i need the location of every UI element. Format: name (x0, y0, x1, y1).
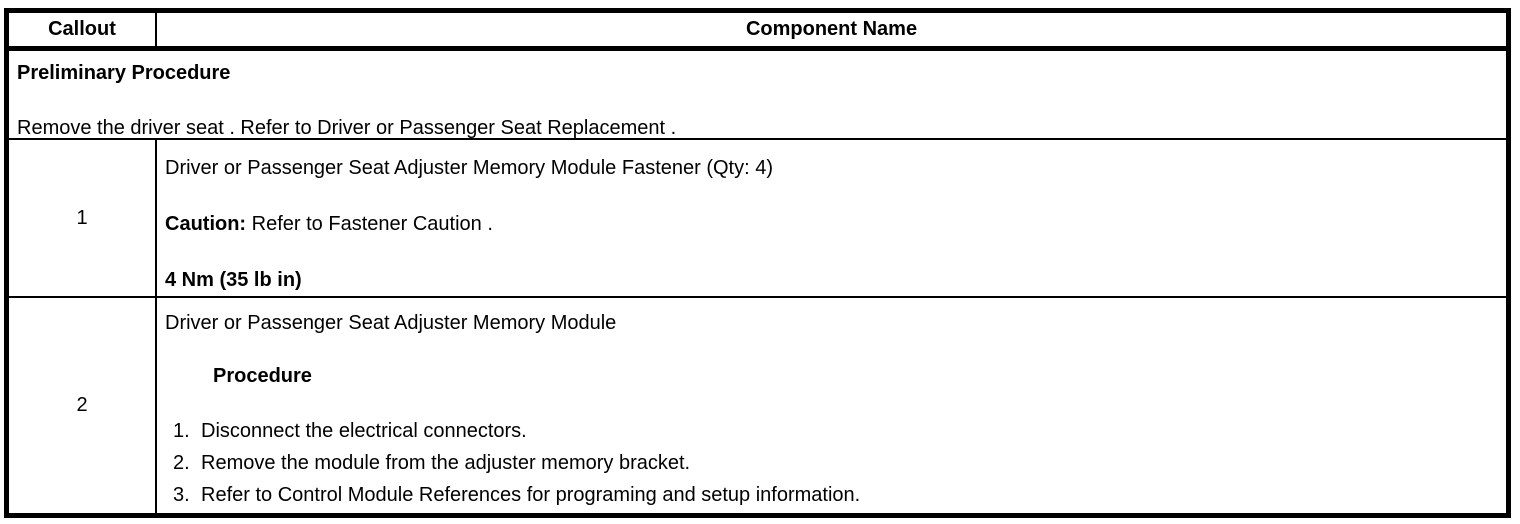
header-cell-callout: Callout (9, 13, 157, 51)
list-item: 3. Refer to Control Module References fo… (173, 479, 1498, 511)
callout-column-header: Callout (48, 18, 116, 40)
step-number: 3. (173, 484, 190, 506)
torque-spec: 4 Nm (35 lb in) (165, 269, 302, 291)
callout-number-1: 1 (76, 206, 88, 229)
preliminary-procedure-text: Remove the driver seat . Refer to Driver… (17, 117, 677, 139)
caution-note: Caution: Refer to Fastener Caution . (165, 212, 1498, 236)
component-name-text: Driver or Passenger Seat Adjuster Memory… (165, 157, 774, 179)
caution-label: Caution: (165, 213, 247, 235)
caution-text: Refer to Fastener Caution . (246, 213, 493, 235)
component-spec-table: Callout Component Name Preliminary Proce… (4, 8, 1511, 518)
step-text: Disconnect the electrical connectors. (201, 420, 527, 442)
table-row-1-component-cell: Driver or Passenger Seat Adjuster Memory… (157, 140, 1506, 298)
list-item: 2. Remove the module from the adjuster m… (173, 447, 1498, 479)
step-number: 2. (173, 452, 190, 474)
procedure-steps-list: 1. Disconnect the electrical connectors.… (173, 415, 1498, 511)
step-text: Refer to Control Module References for p… (201, 484, 861, 506)
table-row-2-component-cell: Driver or Passenger Seat Adjuster Memory… (157, 298, 1506, 513)
table-row-2-callout-cell: 2 (9, 298, 157, 513)
component-name-column-header: Component Name (745, 18, 918, 40)
component-name-text: Driver or Passenger Seat Adjuster Memory… (165, 312, 617, 334)
table-row-1-callout-cell: 1 (9, 140, 157, 298)
header-cell-component-name: Component Name (157, 13, 1506, 51)
preliminary-procedure-title: Preliminary Procedure (17, 62, 231, 84)
procedure-heading: Procedure (213, 365, 312, 387)
step-number: 1. (173, 420, 190, 442)
callout-number-2: 2 (76, 394, 88, 416)
step-text: Remove the module from the adjuster memo… (201, 452, 691, 474)
list-item: 1. Disconnect the electrical connectors. (173, 415, 1498, 447)
preliminary-procedure-row: Preliminary Procedure Remove the driver … (9, 51, 1506, 140)
